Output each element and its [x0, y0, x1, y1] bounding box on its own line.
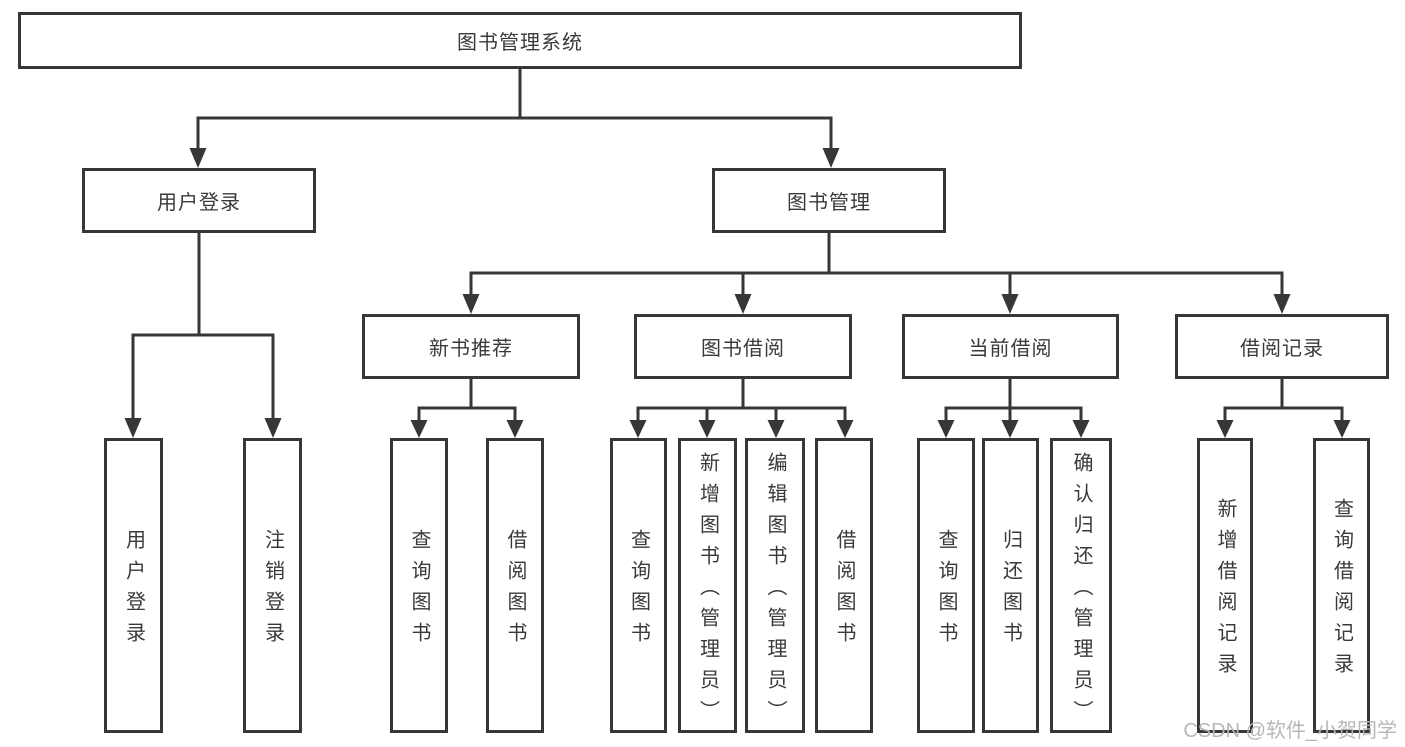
node-book-management-label: 图书管理 [787, 192, 871, 214]
node-root-system: 图书管理系统 [18, 12, 1022, 69]
leaf-logout: 注销登录 [243, 438, 302, 733]
connector-book-borrow-split [629, 379, 854, 438]
node-borrow-records: 借阅记录 [1175, 314, 1389, 379]
leaf-return-book-label: 归还图书 [999, 529, 1022, 653]
leaf-borrow-book: 借阅图书 [815, 438, 873, 733]
leaf-user-login-label: 用户登录 [122, 529, 145, 653]
connector-root-split [189, 69, 840, 168]
leaf-borrow-query-book: 查询图书 [610, 438, 667, 733]
node-current-borrow: 当前借阅 [902, 314, 1119, 379]
node-book-borrow: 图书借阅 [634, 314, 852, 379]
leaf-confirm-return-admin-label: 确认归还（管理员） [1070, 451, 1092, 731]
leaf-recommend-borrow-book: 借阅图书 [486, 438, 544, 733]
connector-current-borrow-split [937, 379, 1090, 438]
leaf-query-borrow-record: 查询借阅记录 [1313, 438, 1370, 733]
node-new-book-recommend: 新书推荐 [362, 314, 580, 379]
connector-book-mgmt-split [462, 233, 1291, 314]
leaf-borrow-query-book-label: 查询图书 [627, 529, 650, 653]
node-book-borrow-label: 图书借阅 [701, 338, 785, 360]
connector-borrow-records-split [1216, 379, 1351, 438]
leaf-borrow-book-label: 借阅图书 [833, 529, 855, 653]
node-root-label: 图书管理系统 [457, 32, 583, 54]
leaf-current-query-book: 查询图书 [917, 438, 975, 733]
leaf-edit-book-admin: 编辑图书（管理员） [745, 438, 805, 733]
node-new-book-recommend-label: 新书推荐 [429, 338, 513, 360]
leaf-add-borrow-record-label: 新增借阅记录 [1214, 498, 1236, 684]
node-borrow-records-label: 借阅记录 [1240, 338, 1324, 360]
leaf-edit-book-admin-label: 编辑图书（管理员） [764, 451, 786, 731]
leaf-user-login: 用户登录 [104, 438, 163, 733]
leaf-query-borrow-record-label: 查询借阅记录 [1330, 498, 1353, 684]
node-book-management: 图书管理 [712, 168, 946, 233]
leaf-add-borrow-record: 新增借阅记录 [1197, 438, 1253, 733]
node-user-login-label: 用户登录 [157, 192, 241, 214]
leaf-current-query-book-label: 查询图书 [935, 529, 957, 653]
watermark: CSDN @软件_小贺同学 [1183, 720, 1397, 742]
leaf-recommend-borrow-book-label: 借阅图书 [504, 529, 526, 653]
connector-new-books-split [410, 379, 524, 438]
leaf-logout-label: 注销登录 [261, 529, 284, 653]
leaf-add-book-admin-label: 新增图书（管理员） [696, 451, 719, 731]
leaf-recommend-query-book: 查询图书 [390, 438, 448, 733]
leaf-recommend-query-book-label: 查询图书 [408, 529, 430, 653]
leaf-return-book: 归还图书 [982, 438, 1039, 733]
node-user-login: 用户登录 [82, 168, 316, 233]
node-current-borrow-label: 当前借阅 [968, 338, 1053, 360]
leaf-add-book-admin: 新增图书（管理员） [678, 438, 737, 733]
leaf-confirm-return-admin: 确认归还（管理员） [1050, 438, 1112, 733]
connector-user-login-split [124, 233, 282, 438]
